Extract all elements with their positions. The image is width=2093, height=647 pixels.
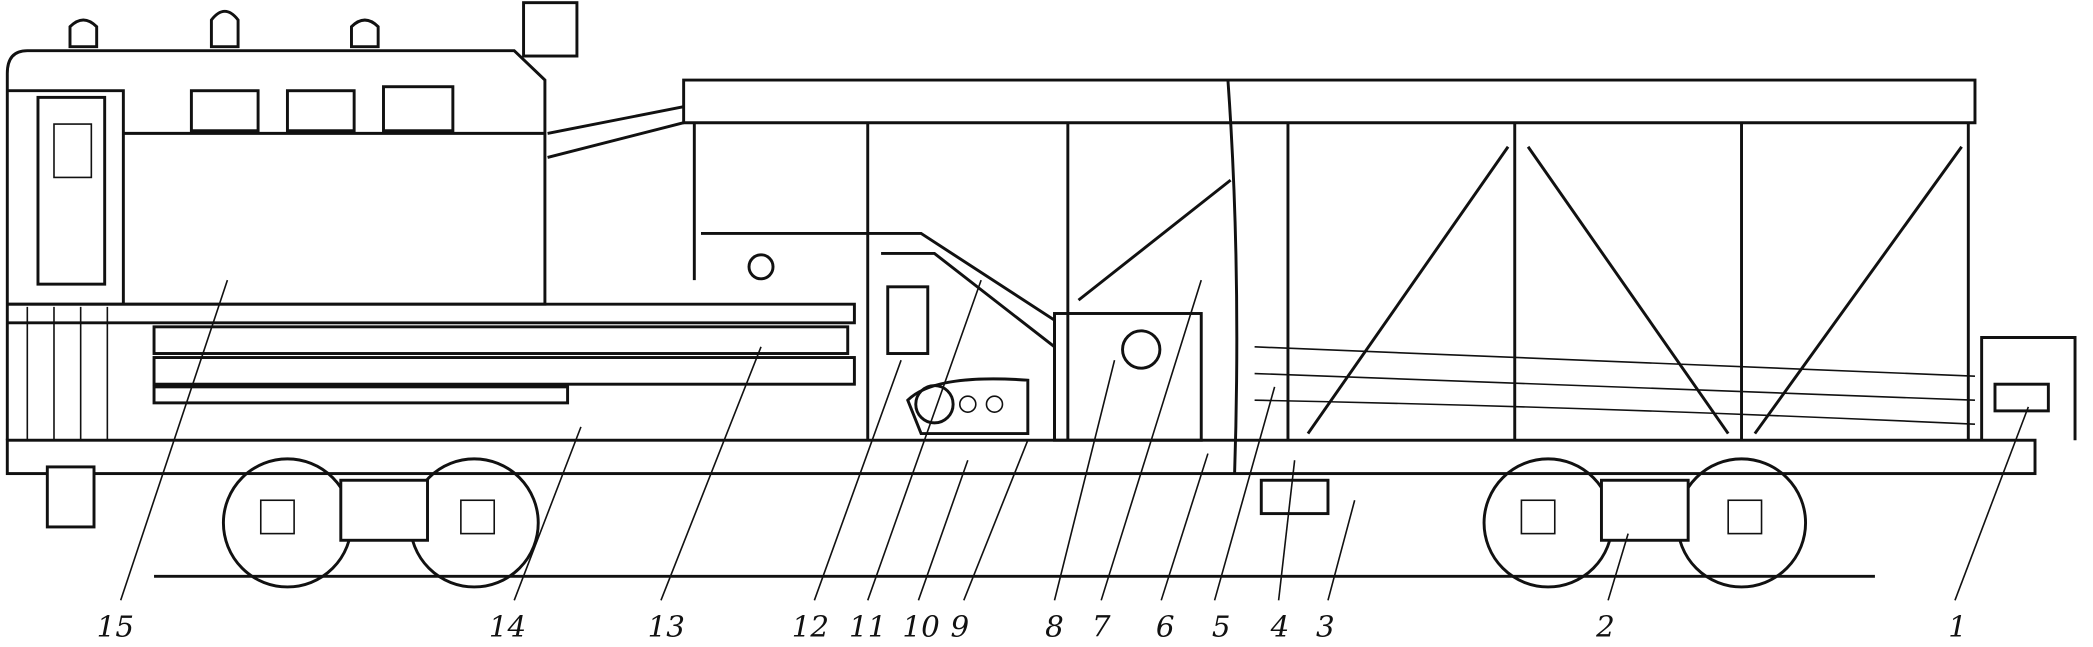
callout-6: 6 — [1156, 609, 1175, 643]
vertical-posts — [692, 122, 1970, 441]
bogie-front — [221, 457, 540, 589]
drive-unit — [906, 377, 1030, 436]
callout-1: 1 — [1948, 609, 1967, 643]
callout-3: 3 — [1316, 609, 1335, 643]
front-ladder — [26, 306, 109, 441]
break-line — [1226, 79, 1239, 474]
callout-4: 4 — [1270, 609, 1290, 643]
callout-11: 11 — [849, 609, 886, 643]
callout-8: 8 — [1045, 609, 1064, 643]
callout-13: 13 — [648, 609, 685, 643]
callout-12: 12 — [792, 609, 829, 643]
callout-labels: 15 14 13 12 11 10 9 8 7 6 5 4 3 2 1 — [97, 609, 1967, 643]
bogie-rear — [1482, 457, 1808, 589]
coupler — [1993, 382, 2050, 413]
ladder — [45, 465, 96, 529]
gearbox — [1053, 312, 1203, 442]
callout-15: 15 — [97, 609, 134, 643]
callout-7: 7 — [1092, 609, 1111, 643]
callout-9: 9 — [950, 609, 969, 643]
callout-2: 2 — [1595, 609, 1615, 643]
callout-14: 14 — [489, 609, 526, 643]
conveyor — [700, 231, 1203, 442]
diagonal-braces — [1077, 145, 1963, 435]
load-layers — [1254, 346, 1976, 426]
hopper-frame — [547, 78, 1977, 474]
roof-lamps — [68, 9, 380, 49]
brake-valve — [1259, 478, 1330, 516]
callout-5: 5 — [1212, 609, 1231, 643]
cab — [5, 1, 579, 441]
callout-10: 10 — [902, 609, 939, 643]
cable-reel — [522, 1, 579, 58]
leader-lines — [119, 279, 2030, 601]
underframe — [5, 302, 2077, 529]
